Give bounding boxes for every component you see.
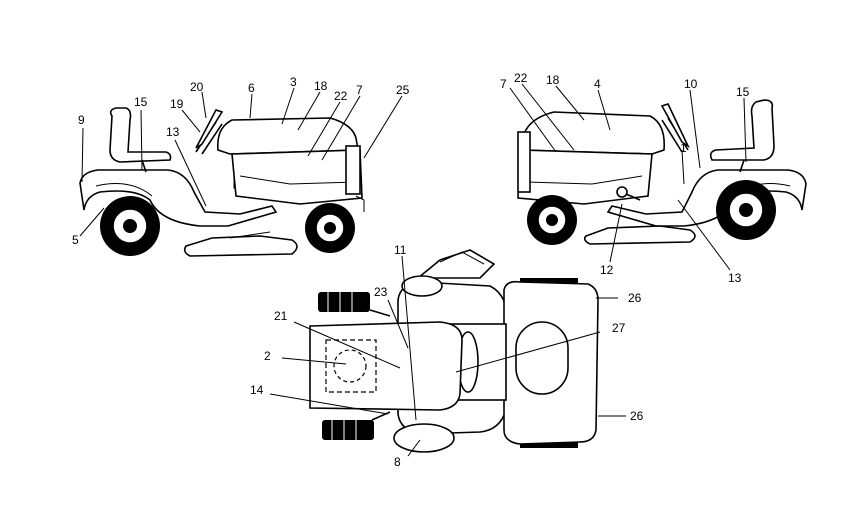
- callout-26: 26: [628, 291, 642, 305]
- callout-10: 10: [684, 77, 698, 91]
- callout-18: 18: [546, 73, 560, 87]
- callout-7: 7: [500, 77, 507, 91]
- callout-5: 5: [72, 233, 79, 247]
- callout-19: 19: [170, 97, 184, 111]
- callout-14: 14: [250, 383, 264, 397]
- callout-11: 11: [394, 243, 407, 257]
- left-view-callouts: 9 15 20 19 13 6 3 18 22 7 25 5: [72, 75, 410, 247]
- right-side-view: [517, 99, 807, 245]
- callout-2: 2: [264, 349, 271, 363]
- callout-1: 1: [680, 141, 687, 155]
- leader-lines: [79, 83, 747, 457]
- callout-9: 9: [78, 113, 85, 127]
- callout-3: 3: [290, 75, 297, 89]
- callout-7: 7: [356, 83, 363, 97]
- right-view-callouts: 7 22 18 4 10 15 1 12 13: [500, 71, 750, 285]
- callout-18: 18: [314, 79, 328, 93]
- callout-6: 6: [248, 81, 255, 95]
- left-side-view: [79, 107, 365, 257]
- callout-15: 15: [736, 85, 750, 99]
- callout-22: 22: [334, 89, 348, 103]
- callout-25: 25: [396, 83, 410, 97]
- callout-12: 12: [600, 263, 614, 277]
- callout-21: 21: [274, 309, 288, 323]
- callout-22: 22: [514, 71, 528, 85]
- callout-26: 26: [630, 409, 644, 423]
- callout-4: 4: [594, 77, 601, 91]
- callout-20: 20: [190, 80, 204, 94]
- callout-13: 13: [166, 125, 180, 139]
- callout-13: 13: [728, 271, 742, 285]
- top-view-callouts: 11 23 21 2 14 8 26 27 26: [250, 243, 644, 469]
- top-view: [309, 249, 599, 453]
- callout-27: 27: [612, 321, 626, 335]
- callout-15: 15: [134, 95, 148, 109]
- callout-23: 23: [374, 285, 388, 299]
- callout-8: 8: [394, 455, 401, 469]
